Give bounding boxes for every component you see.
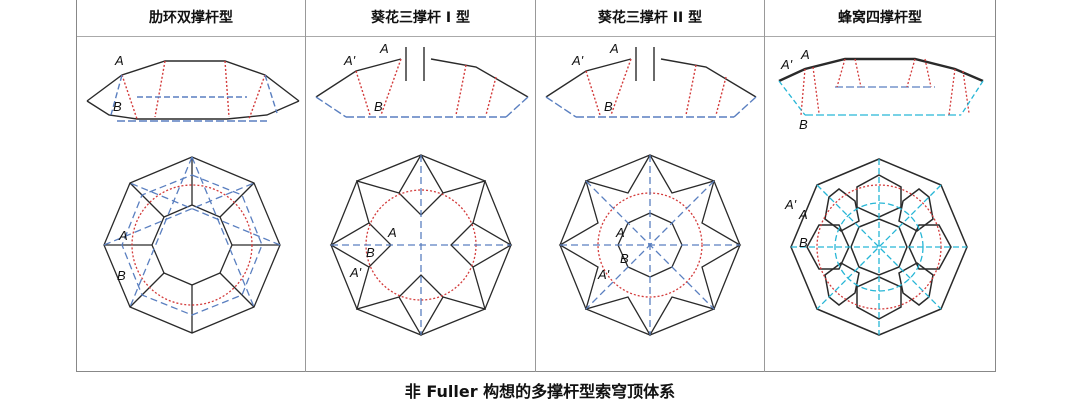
label-a-plan: A	[798, 207, 808, 222]
label-a-prime: A'	[571, 53, 584, 68]
figure-caption: 非 Fuller 构想的多撑杆型索穹顶体系	[404, 382, 676, 401]
label-a: A	[609, 41, 619, 56]
label-a-prime: A'	[780, 57, 793, 72]
panel-honeycomb-four-strut: 蜂窝四撑杆型 A' A B	[765, 0, 995, 372]
label-b-plan: B	[799, 235, 808, 250]
rib-ring-diagram: A B A B	[86, 53, 300, 334]
panel-title: 肋环双撑杆型	[77, 0, 305, 37]
label-a: A	[379, 41, 389, 56]
panel-title: 葵花三撑杆 II 型	[536, 0, 764, 37]
label-a-plan: A	[615, 225, 625, 240]
label-a-plan: A	[118, 228, 128, 243]
label-b-plan: B	[117, 268, 126, 283]
honeycomb-diagram: A' A B	[778, 47, 984, 336]
figure-frame: 肋环双撑杆型 A B	[76, 0, 996, 372]
label-b: B	[799, 117, 808, 132]
label-b: B	[113, 99, 122, 114]
sunflower-i-diagram: A' A B A B A'	[315, 41, 529, 337]
label-a-prime-plan: A'	[349, 265, 362, 280]
label-a-prime: A'	[343, 53, 356, 68]
label-a: A	[114, 53, 124, 68]
label-b-plan: B	[620, 251, 629, 266]
label-a-prime-plan: A'	[784, 197, 797, 212]
panel-sunflower-three-strut-ii: 葵花三撑杆 II 型 A' A B	[536, 0, 765, 372]
panel-rib-ring-double-strut: 肋环双撑杆型 A B	[77, 0, 306, 372]
label-b-plan: B	[366, 245, 375, 260]
label-a: A	[800, 47, 810, 62]
panel-title: 蜂窝四撑杆型	[765, 0, 995, 37]
label-a-prime-plan: A'	[597, 267, 610, 282]
panel-title: 葵花三撑杆 I 型	[306, 0, 535, 37]
panel-sunflower-three-strut-i: 葵花三撑杆 I 型 A' A B	[306, 0, 536, 372]
label-a-plan: A	[387, 225, 397, 240]
sunflower-ii-diagram: A' A B A B A'	[545, 41, 757, 337]
label-b: B	[374, 99, 383, 114]
label-b: B	[604, 99, 613, 114]
